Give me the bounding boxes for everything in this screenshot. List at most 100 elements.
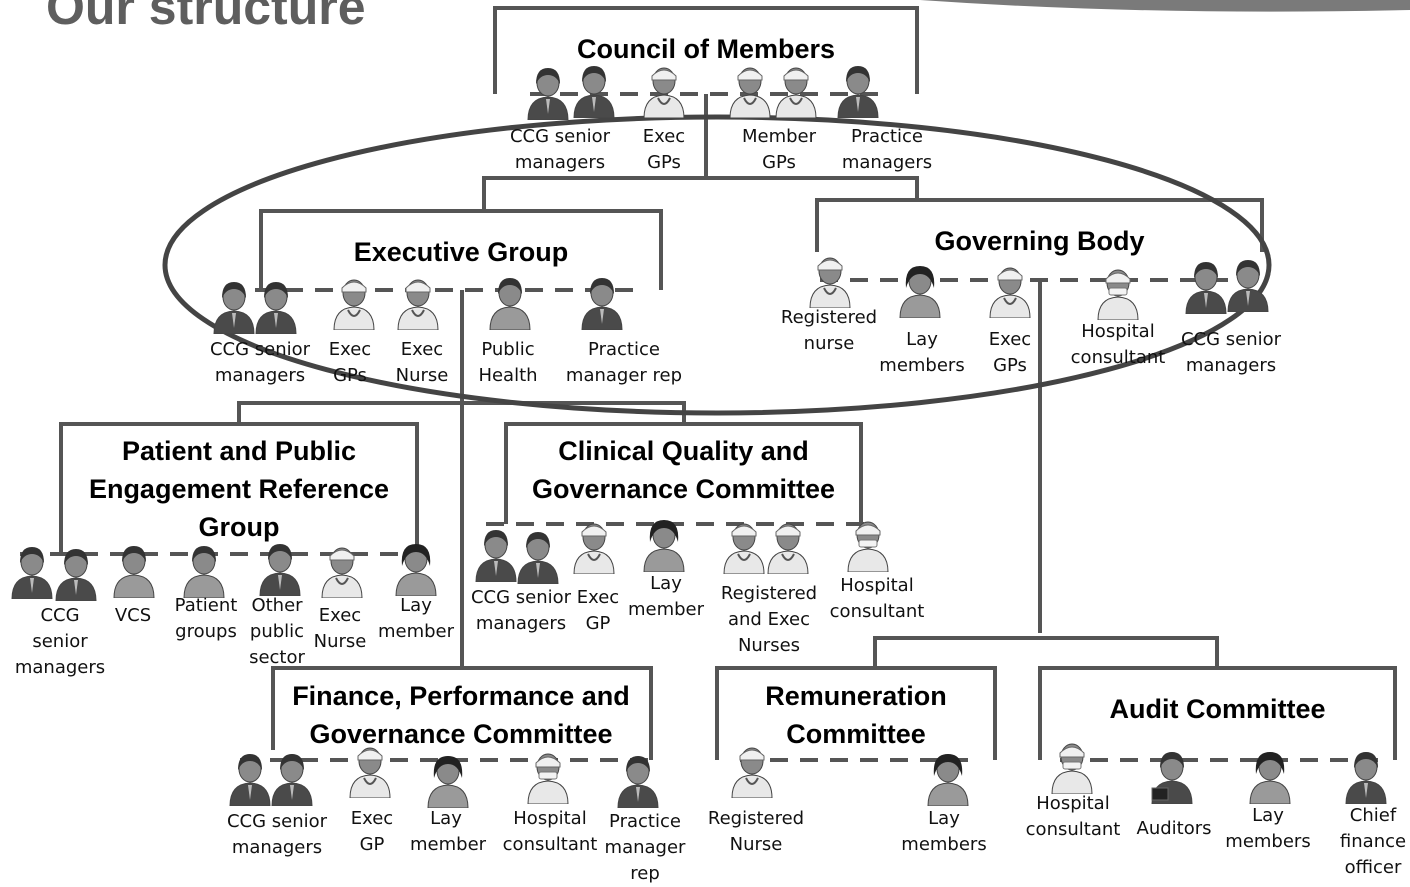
doctor-icon bbox=[643, 67, 685, 118]
business-person-icon bbox=[55, 549, 97, 601]
business-person-icon bbox=[213, 282, 255, 334]
governing-box-frame bbox=[815, 198, 1264, 252]
ppe-title: Patient and Public Engagement Reference … bbox=[88, 436, 390, 542]
ppe-box-frame bbox=[59, 422, 419, 554]
nurse-icon bbox=[573, 523, 615, 574]
governing-member-label: Exec GPs bbox=[988, 329, 1032, 376]
cqg-member-label: Exec GP bbox=[576, 587, 620, 634]
ppe-member-label: Lay member bbox=[377, 595, 455, 642]
fpg-member-label: CCG senior managers bbox=[226, 811, 328, 858]
business-person-icon bbox=[573, 66, 615, 118]
fpg-member-label: Hospital consultant bbox=[502, 808, 598, 855]
governing-title: Governing Body bbox=[934, 226, 1145, 256]
business-person-icon bbox=[259, 544, 301, 596]
nurse-icon bbox=[321, 547, 363, 598]
person-icon bbox=[183, 546, 225, 598]
nurse-icon bbox=[349, 747, 391, 798]
council-box-frame bbox=[493, 6, 919, 94]
clerk-icon bbox=[617, 756, 659, 808]
remuneration-title: Remuneration Committee bbox=[765, 681, 947, 749]
fpg-member-label: Lay member bbox=[410, 808, 487, 855]
doctor-icon bbox=[333, 279, 375, 330]
nurse-icon bbox=[809, 257, 851, 308]
business-person-icon bbox=[1185, 262, 1227, 314]
fpg-member-label: Practice manager rep bbox=[604, 811, 686, 884]
doctor-icon bbox=[767, 523, 809, 574]
clerk-icon bbox=[581, 278, 623, 330]
executive-member-label: Public Health bbox=[478, 339, 538, 386]
page-title: Our structure bbox=[46, 0, 366, 35]
cqg-box-frame bbox=[504, 422, 863, 524]
doctor-icon bbox=[729, 67, 771, 118]
cqg-member-label: Hospital consultant bbox=[829, 575, 925, 622]
audit-member-label: Hospital consultant bbox=[1025, 793, 1121, 840]
business-person-icon bbox=[1227, 260, 1269, 312]
doctor-icon bbox=[989, 267, 1031, 318]
ppe-member-label: VCS bbox=[114, 605, 152, 626]
executive-title: Executive Group bbox=[353, 237, 569, 267]
cqg-member-label: Registered and Exec Nurses bbox=[720, 583, 818, 656]
executive-member-label: Exec Nurse bbox=[395, 339, 449, 386]
council-member-label: CCG senior managers bbox=[509, 126, 611, 173]
business-person-icon bbox=[11, 547, 53, 599]
audit-title: Audit Committee bbox=[1109, 694, 1326, 724]
lay-person-icon bbox=[927, 754, 969, 806]
governing-member-label: Lay members bbox=[879, 329, 965, 376]
doctor-icon bbox=[723, 523, 765, 574]
business-person-icon bbox=[255, 282, 297, 334]
auditor-icon bbox=[1151, 752, 1193, 804]
header-swoosh bbox=[920, 0, 1410, 12]
executive-member-label: Practice manager rep bbox=[565, 339, 683, 386]
cqg-title: Clinical Quality and Governance Committe… bbox=[531, 436, 836, 504]
governing-member-label: Hospital consultant bbox=[1070, 321, 1166, 368]
remuneration-box-frame bbox=[715, 666, 997, 760]
remuneration-member-label: Lay members bbox=[901, 808, 987, 855]
fpg-title: Finance, Performance and Governance Comm… bbox=[292, 681, 630, 749]
council-member-label: Practice managers bbox=[841, 126, 933, 173]
business-person-icon bbox=[475, 530, 517, 582]
governing-member-label: CCG senior managers bbox=[1180, 329, 1282, 376]
council-title: Council of Members bbox=[576, 34, 836, 64]
leadership-oval bbox=[162, 114, 1272, 416]
executive-member-label: CCG senior managers bbox=[209, 339, 311, 386]
business-person-icon bbox=[527, 68, 569, 120]
audit-member-label: Lay members bbox=[1225, 805, 1311, 852]
council-member-label: Member GPs bbox=[741, 126, 817, 173]
fpg-member-label: Exec GP bbox=[350, 808, 394, 855]
surgeon-icon bbox=[1097, 269, 1139, 320]
clerk-icon bbox=[837, 66, 879, 118]
cqg-member-label: Lay member bbox=[627, 573, 705, 620]
governing-member-label: Registered nurse bbox=[780, 307, 878, 354]
nurse-icon bbox=[731, 747, 773, 798]
audit-member-label: Chief finance officer bbox=[1339, 805, 1407, 878]
surgeon-icon bbox=[527, 753, 569, 804]
doctor-icon bbox=[775, 67, 817, 118]
business-person-icon bbox=[271, 754, 313, 806]
lay-person-icon bbox=[1249, 752, 1291, 804]
fpg-box-frame bbox=[271, 666, 653, 760]
council-member-label: Exec GPs bbox=[642, 126, 686, 173]
audit-member-label: Auditors bbox=[1136, 818, 1212, 839]
lay-person-icon bbox=[427, 756, 469, 808]
lay-person-icon bbox=[643, 520, 685, 572]
person-icon bbox=[113, 546, 155, 598]
lay-person-icon bbox=[395, 544, 437, 596]
surgeon-icon bbox=[847, 521, 889, 572]
nurse-icon bbox=[397, 279, 439, 330]
cqg-member-label: CCG senior managers bbox=[470, 587, 572, 634]
business-person-icon bbox=[517, 532, 559, 584]
ppe-member-label: Other public sector bbox=[249, 595, 305, 668]
executive-member-label: Exec GPs bbox=[328, 339, 372, 386]
remuneration-member-label: Registered Nurse bbox=[707, 808, 805, 855]
ppe-member-label: CCG senior managers bbox=[14, 605, 106, 678]
ppe-member-label: Patient groups bbox=[174, 595, 238, 642]
lay-person-icon bbox=[899, 266, 941, 318]
business-person-icon bbox=[229, 754, 271, 806]
audit-box-frame bbox=[1038, 666, 1397, 760]
ppe-member-label: Exec Nurse bbox=[313, 605, 367, 652]
surgeon-icon bbox=[1051, 743, 1093, 794]
executive-box-frame bbox=[259, 209, 663, 290]
person-icon bbox=[489, 278, 531, 330]
business-person-icon bbox=[1345, 752, 1387, 804]
